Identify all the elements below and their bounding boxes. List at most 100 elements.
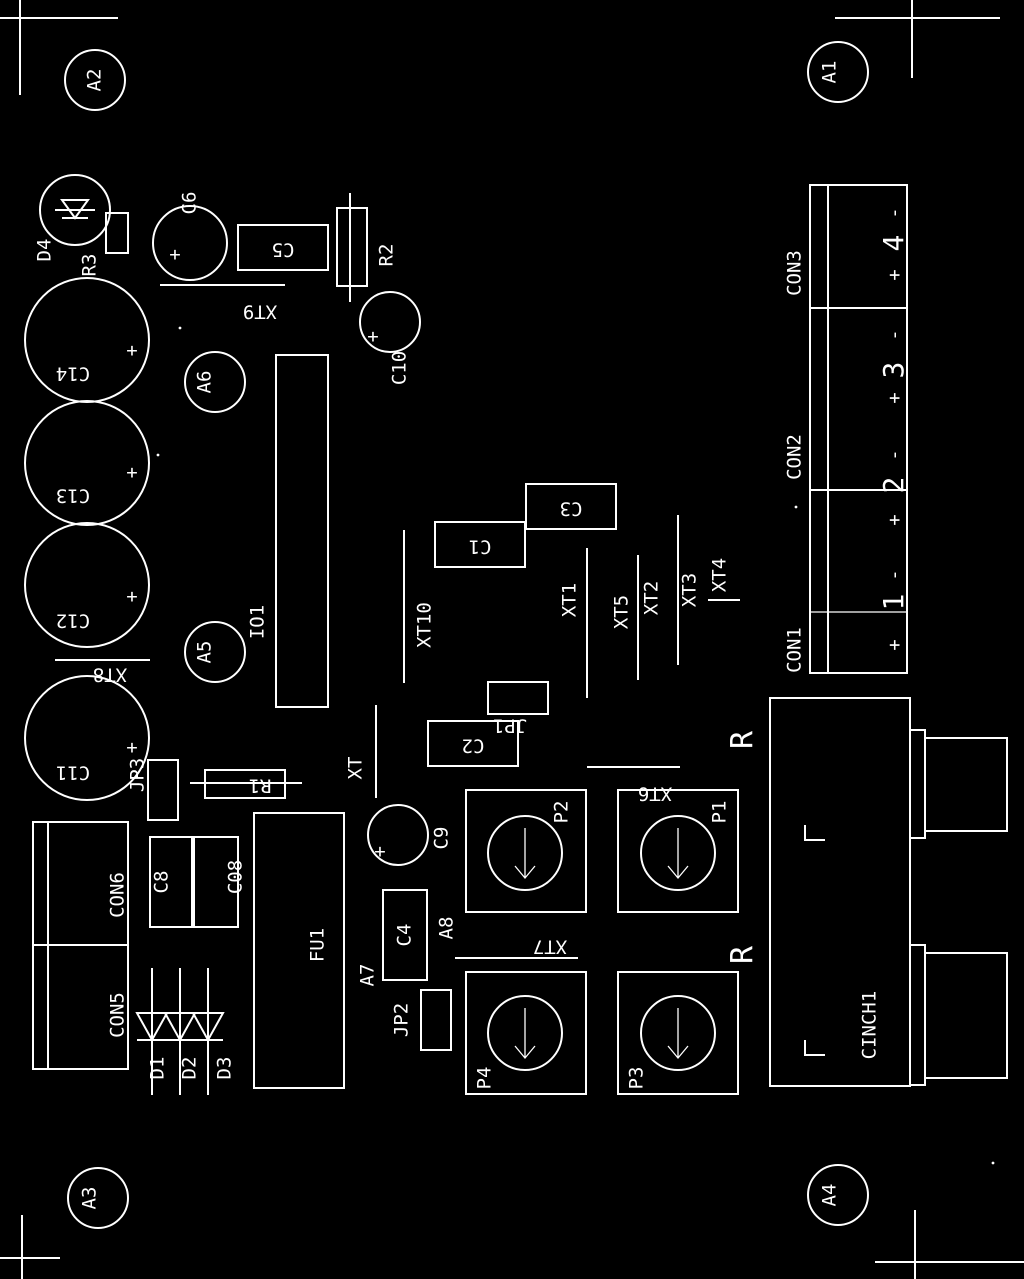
xt1-label: XT1	[559, 583, 581, 617]
mount-hole-a4: A4	[807, 1164, 869, 1226]
xt10-label: XT10	[414, 602, 436, 648]
channel-r-label-1: R	[726, 730, 761, 749]
svg-text:CON1: CON1	[784, 627, 806, 673]
svg-text:A4: A4	[819, 1184, 841, 1207]
silk-dot	[156, 453, 160, 457]
svg-text:P3: P3	[626, 1067, 648, 1090]
pad-a6: A6	[184, 351, 246, 413]
mount-hole-a2: A2	[64, 49, 126, 111]
capacitor-c6: + C6	[152, 192, 228, 281]
capacitor-c13: + C13	[24, 400, 150, 526]
svg-text:JP1: JP1	[493, 715, 527, 737]
svg-text:JP3: JP3	[127, 758, 149, 792]
xt8-label: XT8	[93, 664, 127, 686]
resistor-r1: R1	[190, 769, 302, 799]
svg-text:C4: C4	[394, 924, 416, 947]
silk-dot	[178, 326, 182, 330]
connector-con5-con6: CON6 CON5	[32, 821, 129, 1070]
svg-text:C6: C6	[179, 192, 201, 215]
svg-text:D1: D1	[147, 1057, 169, 1080]
capacitor-c10: + C10	[359, 291, 421, 385]
svg-text:CON5: CON5	[107, 992, 129, 1038]
capacitor-c3: C3	[525, 483, 617, 530]
capacitor-c8: C8	[149, 836, 193, 928]
pad-a7-label: A7	[357, 964, 379, 987]
svg-text:C8: C8	[151, 871, 173, 894]
fuse-fu1: FU1	[253, 812, 345, 1089]
svg-text:P1: P1	[709, 801, 731, 824]
svg-text:+: +	[374, 841, 385, 863]
crop-mark-bottom-right	[875, 1210, 1024, 1279]
xt5-label: XT5	[611, 595, 633, 629]
crop-mark-top-right	[835, 0, 1000, 78]
svg-text:-: -	[884, 207, 906, 218]
svg-text:A1: A1	[819, 61, 841, 84]
mount-hole-a3: A3	[67, 1167, 129, 1229]
capacitor-c11: + C11	[24, 675, 150, 801]
xt4-label: XT4	[709, 558, 731, 592]
svg-text:P2: P2	[551, 801, 573, 824]
xt-label: XT	[345, 757, 367, 780]
pad-a8-label: A8	[436, 917, 458, 940]
svg-text:IO1: IO1	[247, 605, 269, 639]
svg-text:+: +	[126, 462, 137, 484]
svg-text:+: +	[884, 514, 906, 525]
svg-text:-: -	[884, 569, 906, 580]
svg-text:R1: R1	[249, 775, 272, 797]
svg-text:A5: A5	[194, 641, 216, 664]
svg-text:CON6: CON6	[107, 872, 129, 918]
crop-mark-top-left	[0, 0, 118, 95]
xt7-label: XT7	[533, 936, 567, 958]
svg-text:+: +	[126, 586, 137, 608]
capacitor-c12: + C12	[24, 522, 150, 648]
svg-text:1: 1	[877, 594, 910, 611]
diode-d3: D3	[191, 968, 236, 1095]
svg-text:D3: D3	[214, 1057, 236, 1080]
capacitor-c1: C1	[434, 521, 526, 568]
svg-text:4: 4	[877, 235, 910, 252]
xt9-label: XT9	[243, 301, 277, 323]
svg-text:+: +	[126, 737, 137, 759]
svg-text:3: 3	[877, 362, 910, 379]
svg-text:R3: R3	[79, 254, 101, 277]
svg-text:A3: A3	[79, 1187, 101, 1210]
svg-text:C11: C11	[56, 762, 90, 784]
svg-text:R2: R2	[376, 244, 398, 267]
svg-text:C12: C12	[56, 610, 90, 632]
svg-text:+: +	[126, 340, 137, 362]
svg-text:A6: A6	[194, 371, 216, 394]
svg-text:C13: C13	[56, 485, 90, 507]
pot-p3: P3	[617, 971, 739, 1095]
svg-text:CON3: CON3	[784, 250, 806, 296]
pad-a5: A5	[184, 621, 246, 683]
svg-text:D4: D4	[34, 239, 56, 262]
capacitor-c2: C2	[427, 720, 519, 767]
svg-text:D2: D2	[179, 1057, 201, 1080]
svg-text:-: -	[884, 449, 906, 460]
svg-text:+: +	[884, 392, 906, 403]
connector-cinch1: CINCH1	[769, 697, 1008, 1087]
resistor-r3: R3	[79, 212, 129, 277]
crop-mark-bottom-left	[0, 1215, 60, 1279]
svg-text:C2: C2	[462, 735, 485, 757]
svg-text:+: +	[367, 326, 378, 348]
capacitor-c9: + C9	[367, 804, 453, 866]
pot-p4: P4	[465, 971, 587, 1095]
svg-text:C5: C5	[272, 239, 295, 261]
diode-d2: D2	[163, 968, 201, 1095]
svg-text:P4: P4	[474, 1067, 496, 1090]
svg-text:C3: C3	[560, 498, 583, 520]
xt6-label: XT6	[638, 783, 672, 805]
svg-text:FU1: FU1	[307, 928, 329, 962]
svg-text:C14: C14	[56, 363, 90, 385]
xt2-label: XT2	[641, 581, 663, 615]
pot-p2: P2	[465, 789, 587, 913]
svg-text:+: +	[884, 269, 906, 280]
svg-text:CINCH1: CINCH1	[859, 991, 881, 1060]
resistor-r2: R2	[336, 193, 398, 302]
svg-text:C1: C1	[469, 536, 492, 558]
svg-text:+: +	[884, 639, 906, 650]
mount-hole-a1: A1	[807, 41, 869, 103]
